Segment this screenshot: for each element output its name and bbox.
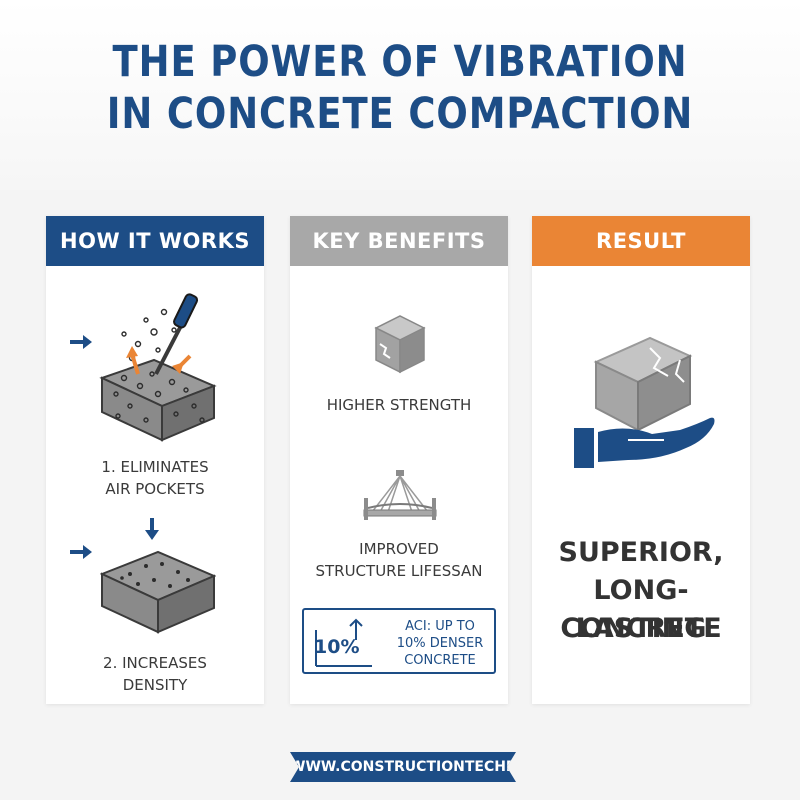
result-line-3: CONCRETE [560, 613, 722, 644]
aci-line-2: 10% DENSER [396, 636, 484, 651]
step1-line-2: AIR POCKETS [105, 480, 205, 498]
result-line-1: SUPERIOR, [558, 537, 724, 568]
footer-website-link[interactable]: WWW.CONSTRUCTIONTECHBLOG.COM [290, 752, 516, 782]
arrow-down-icon [145, 518, 159, 540]
arrow-right-icon [70, 335, 92, 349]
header-background [0, 0, 800, 190]
title-line-1: THE POWER OF VIBRATION [112, 37, 688, 87]
aci-line-3: CONCRETE [404, 653, 476, 668]
panel-header-key-benefits: KEY BENEFITS [290, 216, 508, 266]
hand-holding-block-icon [574, 336, 715, 468]
benefit-lifespan-line-1: IMPROVED [359, 540, 439, 558]
page-title: THE POWER OF VIBRATION IN CONCRETE COMPA… [56, 36, 744, 140]
benefit-higher-strength: HIGHER STRENGTH [326, 396, 472, 414]
aci-callout: 10% ACI: UP TO 10% DENSER CONCRETE [302, 608, 496, 674]
result-line-2: LONG-LASTING [575, 575, 707, 644]
arrow-right-icon [70, 545, 92, 559]
panel-result: RESULT SUPERIOR, LONG-LASTING CONCRETE [532, 216, 750, 704]
panel-how-it-works: HOW IT WORKS 1. ELIMINATES AIR [46, 216, 264, 704]
aci-text: ACI: UP TO 10% DENSER CONCRETE [386, 618, 494, 669]
aci-percent: 10% [314, 636, 360, 658]
trend-up-icon [315, 618, 372, 667]
panel-key-benefits: KEY BENEFITS HIGHER STRENGTH IMPROVED ST… [290, 216, 508, 704]
step2-line-2: DENSITY [122, 676, 188, 694]
aci-line-1: ACI: UP TO [405, 619, 475, 634]
bridge-icon [363, 470, 437, 520]
benefit-lifespan-line-2: STRUCTURE LIFESSAN [315, 562, 483, 580]
title-line-2: IN CONCRETE COMPACTION [106, 89, 694, 139]
step1-line-1: 1. ELIMINATES [101, 458, 209, 476]
cracked-cube-icon [374, 315, 426, 374]
panel-header-how-it-works: HOW IT WORKS [46, 216, 264, 266]
vibrator-concrete-icon [99, 293, 217, 442]
step2-line-1: 2. INCREASES [103, 654, 207, 672]
dense-block-icon [100, 550, 216, 634]
panel-header-result: RESULT [532, 216, 750, 266]
